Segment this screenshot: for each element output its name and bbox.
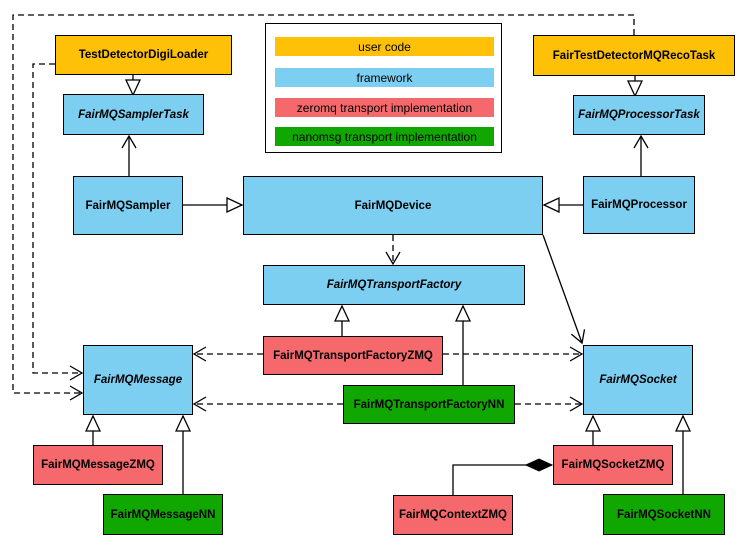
node-label: FairMQSampler (85, 199, 171, 212)
legend-item-framework: framework (275, 68, 494, 87)
node-fairtestdetectormqrecotask: FairTestDetectorMQRecoTask (533, 35, 735, 76)
node-label: FairMQMessageZMQ (41, 459, 155, 471)
node-fairmqsamplertask: FairMQSamplerTask (63, 94, 204, 135)
node-label: TestDetectorDigiLoader (78, 49, 209, 61)
node-label: FairTestDetectorMQRecoTask (552, 49, 716, 62)
edge-recotask-depends-message (12, 14, 635, 401)
node-label: FairMQMessage (93, 374, 183, 386)
node-label: FairMQSamplerTask (78, 108, 189, 121)
node-fairmqsocket: FairMQSocket (583, 345, 693, 415)
node-label: FairMQProcessor (591, 199, 687, 211)
legend: user code framework zeromq transport imp… (265, 23, 502, 153)
node-fairmqprocessortask: FairMQProcessorTask (573, 95, 705, 135)
node-fairmqtransportfactorynn: FairMQTransportFactoryNN (343, 385, 515, 424)
edge-contextzmq-composed-in-socketzmq (452, 465, 552, 495)
node-fairmqcontextzmq: FairMQContextZMQ (393, 495, 513, 535)
legend-label: framework (356, 70, 413, 85)
node-fairmqdevice: FairMQDevice (243, 176, 543, 235)
node-fairmqmessagenn: FairMQMessageNN (103, 494, 223, 535)
node-label: FairMQSocket (599, 374, 677, 386)
node-fairmqtransportfactory: FairMQTransportFactory (263, 265, 525, 305)
legend-item-zeromq: zeromq transport implementation (275, 98, 494, 117)
node-fairmqprocessor: FairMQProcessor (583, 176, 695, 234)
node-label: FairMQContextZMQ (399, 509, 507, 521)
legend-item-user-code: user code (275, 37, 494, 56)
node-fairmqmessagezmq: FairMQMessageZMQ (33, 445, 163, 485)
legend-label: nanomsg transport implementation (292, 129, 477, 144)
node-testdetectordigiloader: TestDetectorDigiLoader (55, 35, 232, 75)
node-label: FairMQMessageNN (110, 508, 216, 521)
node-fairmqmessage: FairMQMessage (83, 345, 193, 415)
node-fairmqsocketnn: FairMQSocketNN (603, 494, 725, 535)
node-fairmqsampler: FairMQSampler (73, 176, 183, 235)
node-label: FairMQTransportFactoryNN (353, 398, 505, 411)
legend-label: zeromq transport implementation (296, 100, 473, 115)
node-label: FairMQDevice (354, 199, 432, 212)
legend-item-nanomsg: nanomsg transport implementation (275, 127, 494, 146)
edge-digiloader-depends-message (32, 63, 84, 381)
legend-label: user code (358, 39, 411, 54)
node-label: FairMQProcessorTask (578, 109, 700, 121)
node-label: FairMQTransportFactoryZMQ (273, 349, 433, 362)
node-label: FairMQSocketZMQ (561, 459, 665, 471)
node-fairmqtransportfactoryzmq: FairMQTransportFactoryZMQ (263, 336, 443, 375)
node-label: FairMQSocketNN (617, 508, 711, 521)
node-label: FairMQTransportFactory (326, 279, 462, 291)
node-fairmqsocketzmq: FairMQSocketZMQ (553, 445, 673, 485)
edge-device-uses-socket (542, 234, 586, 345)
